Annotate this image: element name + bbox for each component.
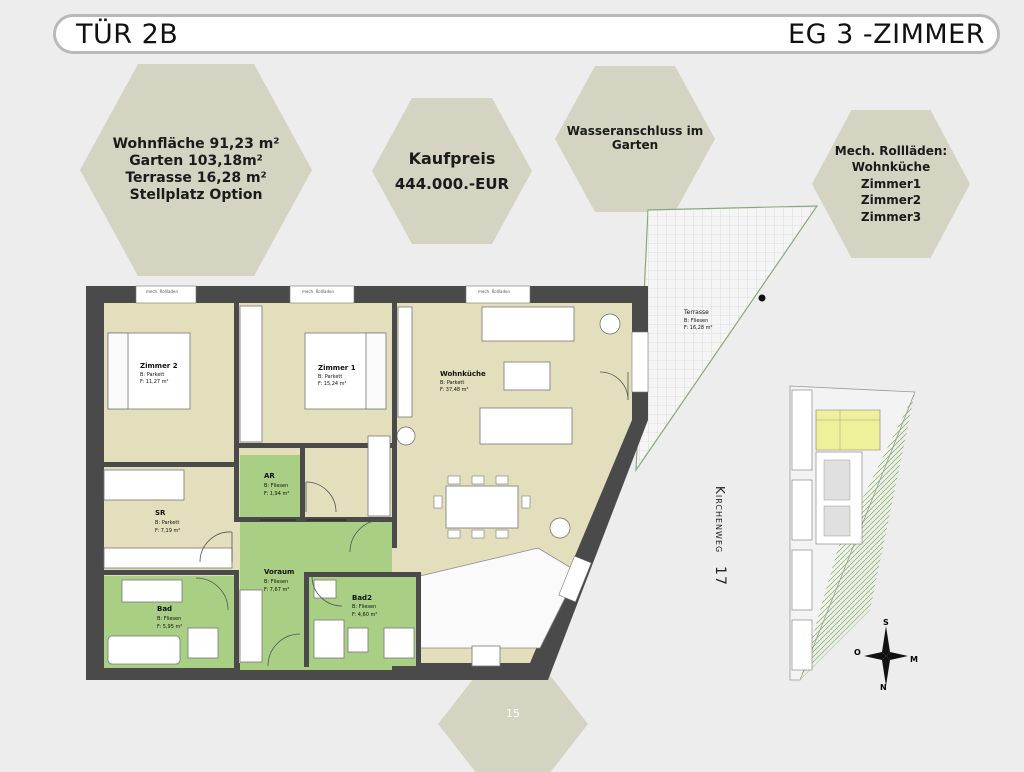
rollladen-label: mech. Rollladen: [478, 289, 510, 294]
unit-number: TÜR 2B: [76, 19, 179, 50]
unit-type: EG 3 -ZIMMER: [788, 19, 985, 50]
room-floor: B: Parkett: [440, 380, 464, 386]
room-area: F: 4,60 m²: [352, 612, 377, 618]
dining-table: [445, 485, 519, 529]
shutters-line: Mech. Rollläden:: [834, 144, 948, 159]
coffee-table: [503, 361, 551, 391]
room-area: F: 11,27 m²: [140, 379, 169, 385]
room-area: F: 7,67 m²: [264, 587, 289, 593]
room-name: AR: [264, 472, 275, 480]
room-name: Voraum: [264, 568, 294, 576]
rollladen-label: mech. Rollladen: [302, 289, 334, 294]
area-line: Wohnfläche 91,23 m²: [112, 136, 280, 153]
plant-icon: [396, 426, 416, 446]
ar-room: [240, 455, 300, 519]
shutters-line: Zimmer2: [860, 193, 922, 208]
room-name: Bad2: [352, 594, 372, 602]
plant-icon: [599, 313, 621, 335]
room-area: F: 15,24 m²: [318, 381, 347, 387]
room-floor: B: Parkett: [155, 520, 179, 526]
room-floor: B: Parkett: [140, 372, 164, 378]
room-name: Zimmer 2: [140, 362, 178, 370]
price-value: 444.000.-EUR: [394, 174, 510, 193]
wardrobe: [239, 305, 263, 443]
toilet: [313, 579, 337, 599]
compass-m: M: [910, 655, 918, 664]
room-floor: B: Fliesen: [352, 604, 376, 610]
washing-machine: [383, 627, 415, 659]
street-name: Kirchenweg: [713, 486, 727, 554]
washbasin: [121, 579, 183, 603]
room-name: Wohnküche: [440, 370, 486, 378]
room-floor: B: Fliesen: [157, 616, 181, 622]
room-area: F: 5,95 m²: [157, 624, 182, 630]
room-floor: B: Parkett: [318, 374, 342, 380]
room-floor: B: Fliesen: [264, 579, 288, 585]
area-line: Stellplatz Option: [129, 186, 263, 203]
site-plan: [789, 385, 916, 681]
room-name: SR: [155, 509, 166, 517]
floor-plan: mech. Rollladen mech. Rollladen mech. Ro…: [86, 205, 918, 692]
water-hexagon: Wasseranschluss im Garten: [555, 66, 715, 212]
cabinet: [239, 589, 263, 663]
compass-icon: S O M N: [854, 618, 918, 692]
rollladen-label: mech. Rollladen: [146, 289, 178, 294]
page-number: 15: [506, 706, 520, 720]
compass-s: S: [883, 618, 889, 627]
bathtub: [107, 635, 181, 665]
room-name: Zimmer 1: [318, 364, 356, 372]
washbasin: [347, 627, 369, 653]
wardrobe: [103, 469, 185, 501]
room-name: Terrasse: [683, 309, 709, 316]
wardrobe: [103, 547, 233, 569]
wardrobe: [367, 435, 391, 517]
water-line: Wasseranschluss im: [566, 124, 704, 138]
shutters-line: Zimmer3: [860, 209, 922, 224]
water-line: Garten: [611, 138, 659, 153]
street-label: Kirchenweg 17: [712, 486, 728, 586]
area-line: Garten 103,18m²: [129, 153, 263, 170]
compass-n: N: [880, 683, 887, 692]
sofa: [481, 306, 575, 342]
room-area: F: 37,48 m²: [440, 387, 469, 393]
street-number: 17: [712, 566, 728, 586]
area-line: Terrasse 16,28 m²: [125, 170, 267, 186]
room-area: F: 1,94 m²: [264, 491, 289, 497]
sideboard: [397, 306, 413, 418]
highlighted-unit: [815, 409, 881, 451]
drain-icon: [758, 294, 766, 302]
room-name: Bad: [157, 605, 172, 613]
sofa: [479, 407, 573, 445]
title-bar: TÜR 2B EG 3 -ZIMMER: [53, 14, 1000, 54]
plant-icon: [549, 517, 571, 539]
room-area: F: 16,28 m²: [684, 325, 713, 331]
shutters-line: Zimmer1: [860, 176, 922, 191]
price-label: Kaufpreis: [408, 149, 496, 169]
shutters-line: Wohnküche: [851, 160, 931, 175]
shower: [313, 619, 345, 659]
washing-machine: [187, 627, 219, 659]
compass-o: O: [854, 648, 861, 657]
room-area: F: 7,19 m²: [155, 528, 180, 534]
room-floor: B: Fliesen: [684, 318, 708, 324]
room-floor: B: Fliesen: [264, 483, 288, 489]
stove: [471, 645, 501, 667]
